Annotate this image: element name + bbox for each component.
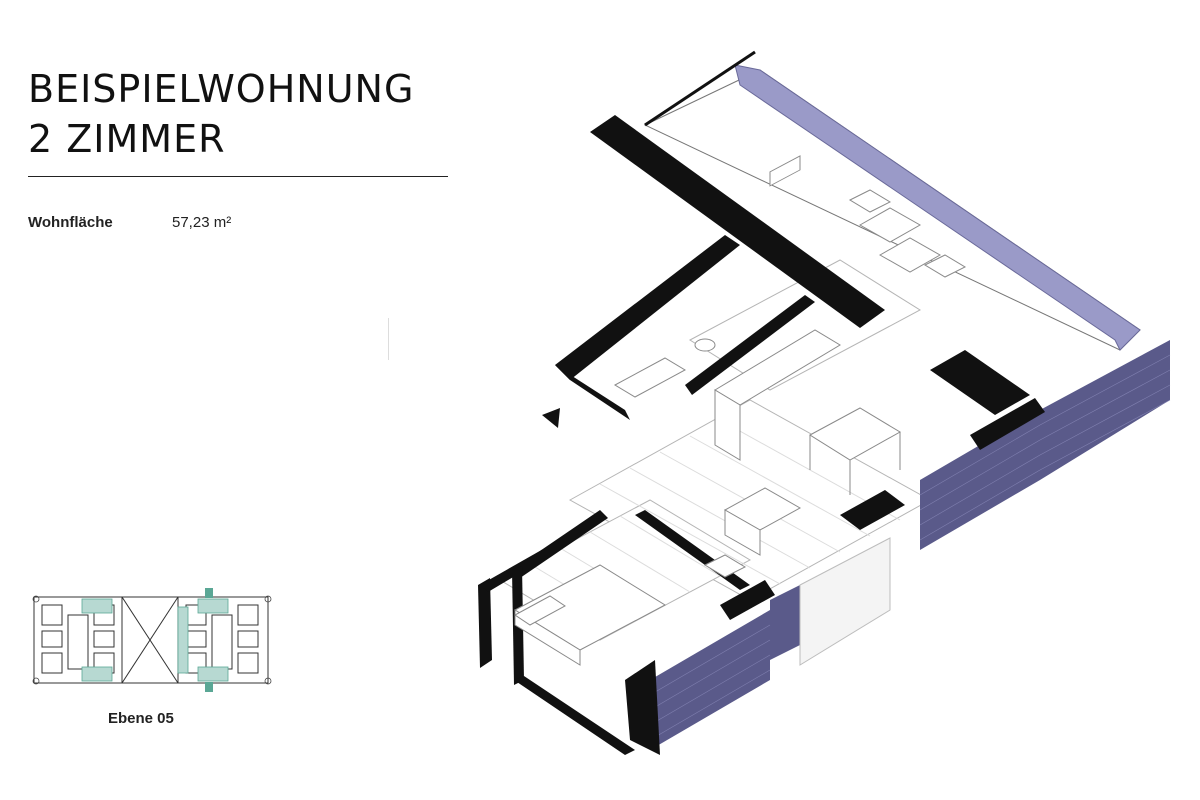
keyplan-marker-top	[205, 588, 213, 598]
kitchen-front	[714, 389, 741, 461]
wall-east-corner	[970, 398, 1045, 450]
keyplan-highlight-right-bottom	[197, 666, 229, 682]
balcony-glass-railing	[734, 64, 1141, 351]
wall-east-pier	[930, 350, 1030, 415]
isometric-floorplan	[478, 50, 1171, 755]
wall-bedroom-corner	[625, 660, 660, 755]
brick-coursing	[649, 354, 1171, 741]
keyplan-highlight-left-bottom	[81, 666, 113, 682]
wall-kitchen-partition	[685, 295, 815, 395]
wall-bedroom-south	[514, 676, 635, 755]
keyplan-highlight-right-top	[197, 598, 229, 614]
balcony-edge	[644, 50, 756, 127]
wall-south-pier	[840, 490, 905, 530]
balcony-chair-2	[923, 254, 967, 278]
wall-bathroom-west	[555, 365, 630, 420]
keyplan-highlight-apartment	[177, 606, 189, 674]
open-window-bay	[799, 537, 891, 666]
stove-hob	[769, 155, 801, 187]
keyplan-marker-bottom	[205, 682, 213, 692]
page-title: BEISPIELWOHNUNG 2 ZIMMER	[28, 64, 414, 164]
wall-bathroom-north	[555, 235, 740, 380]
walls	[478, 115, 1045, 755]
living-area-label: Wohnfläche	[28, 214, 113, 231]
title-line-1: BEISPIELWOHNUNG	[28, 67, 415, 111]
balcony-table	[858, 207, 922, 243]
floor-keyplan	[32, 588, 272, 692]
living-area-value: 57,23 m²	[172, 214, 232, 231]
brick-facade-middle	[920, 410, 1040, 550]
brick-facade-right	[1040, 340, 1170, 480]
wall-bedroom-north	[512, 510, 608, 578]
balcony-table-2	[878, 237, 942, 273]
bed-pillow	[514, 595, 566, 626]
side-table	[703, 554, 747, 578]
keyplan-level-label: Ebene 05	[108, 710, 174, 727]
toilet	[694, 338, 716, 352]
entrance-arrow-icon	[542, 408, 560, 428]
decorative-tick	[388, 318, 389, 360]
keyplan-highlight-left-top	[81, 598, 113, 614]
wall-bedroom-pier	[720, 580, 775, 620]
title-line-2: 2 ZIMMER	[28, 117, 226, 161]
bathroom-vanity	[613, 357, 687, 398]
title-divider	[28, 176, 448, 177]
brick-facade-bottom	[650, 610, 770, 750]
wall-north	[590, 115, 885, 328]
balcony-chair	[848, 189, 892, 213]
wall-entry-west	[478, 578, 492, 668]
